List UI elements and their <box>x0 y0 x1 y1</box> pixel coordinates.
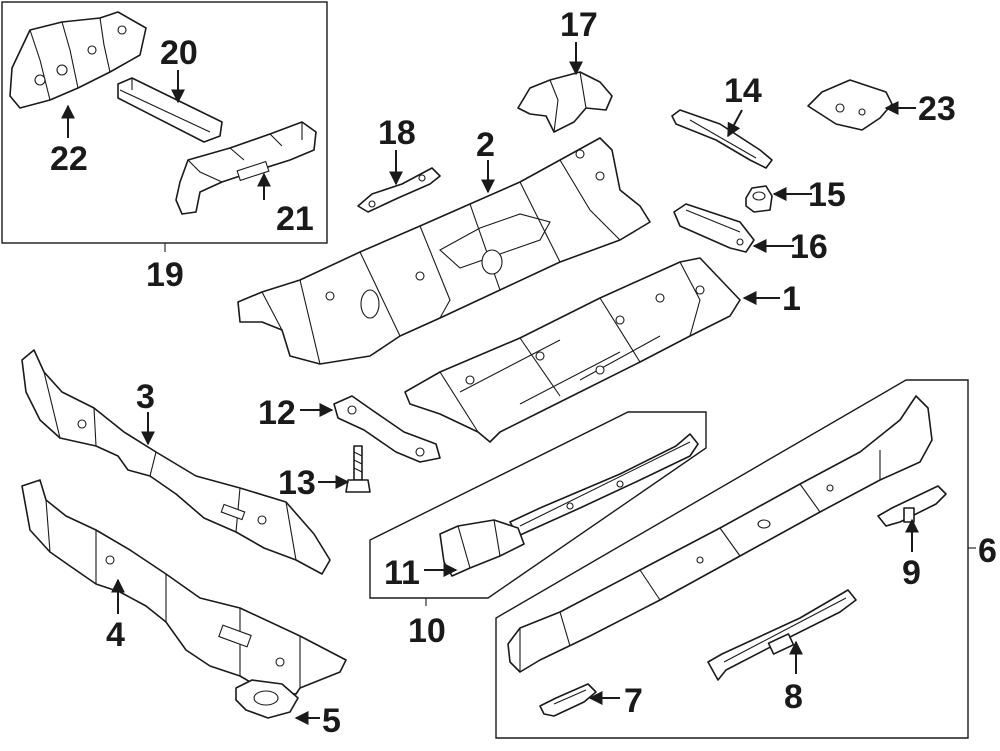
part-9-bracket[interactable] <box>877 485 947 527</box>
callout-21[interactable]: 21 <box>276 200 314 238</box>
part-7-bracket[interactable] <box>539 683 597 717</box>
callout-16[interactable]: 16 <box>790 228 828 266</box>
part-13-bolt[interactable] <box>345 445 371 493</box>
callout-11[interactable]: 11 <box>384 554 420 592</box>
callout-9[interactable]: 9 <box>902 554 921 592</box>
part-12-bracket[interactable] <box>333 395 441 463</box>
callout-6[interactable]: 6 <box>978 532 997 570</box>
part-14-brace[interactable] <box>671 109 773 169</box>
callout-13[interactable]: 13 <box>278 464 316 502</box>
part-23-bracket[interactable] <box>807 79 893 131</box>
part-20-rail[interactable] <box>117 77 223 143</box>
callout-10[interactable]: 10 <box>408 612 446 650</box>
leader-lines <box>61 42 919 725</box>
part-21-crossmember[interactable] <box>175 121 317 215</box>
part-5-grommet[interactable] <box>235 679 299 719</box>
part-17-bracket[interactable] <box>517 71 613 133</box>
part-1-front-floor-pan[interactable] <box>404 257 741 443</box>
callout-2[interactable]: 2 <box>476 126 495 164</box>
callout-14[interactable]: 14 <box>724 72 762 110</box>
callout-8[interactable]: 8 <box>784 678 803 716</box>
part-3-dash-panel[interactable] <box>21 349 331 575</box>
callout-22[interactable]: 22 <box>50 140 88 178</box>
part-4-lower-dash-panel[interactable] <box>21 479 347 695</box>
part-6-rocker-panel[interactable] <box>507 395 933 673</box>
group-box-6 <box>495 379 969 739</box>
callout-labels: 1 2 3 4 5 6 7 8 9 10 11 12 13 14 15 16 1… <box>50 6 997 740</box>
callout-23[interactable]: 23 <box>918 90 956 128</box>
callout-12[interactable]: 12 <box>258 394 296 432</box>
part-22-bracket[interactable] <box>9 11 147 109</box>
part-2-rear-floor-pan[interactable] <box>237 137 651 365</box>
callout-3[interactable]: 3 <box>136 378 155 416</box>
callout-1[interactable]: 1 <box>782 280 801 318</box>
part-15-nut[interactable] <box>745 185 773 213</box>
callout-7[interactable]: 7 <box>624 682 643 720</box>
part-16-bracket[interactable] <box>673 203 755 253</box>
callout-18[interactable]: 18 <box>378 114 416 152</box>
part-10-floor-rail[interactable] <box>509 433 699 537</box>
part-11-rail-end[interactable] <box>439 519 525 577</box>
part-8-reinforcement[interactable] <box>707 589 857 681</box>
callout-20[interactable]: 20 <box>160 34 198 72</box>
group-box-10 <box>369 411 707 599</box>
callout-15[interactable]: 15 <box>808 176 846 214</box>
part-18-bracket[interactable] <box>357 167 441 213</box>
callout-4[interactable]: 4 <box>106 616 125 654</box>
callout-17[interactable]: 17 <box>560 6 598 44</box>
callout-19[interactable]: 19 <box>146 256 184 294</box>
callout-5[interactable]: 5 <box>322 702 341 740</box>
